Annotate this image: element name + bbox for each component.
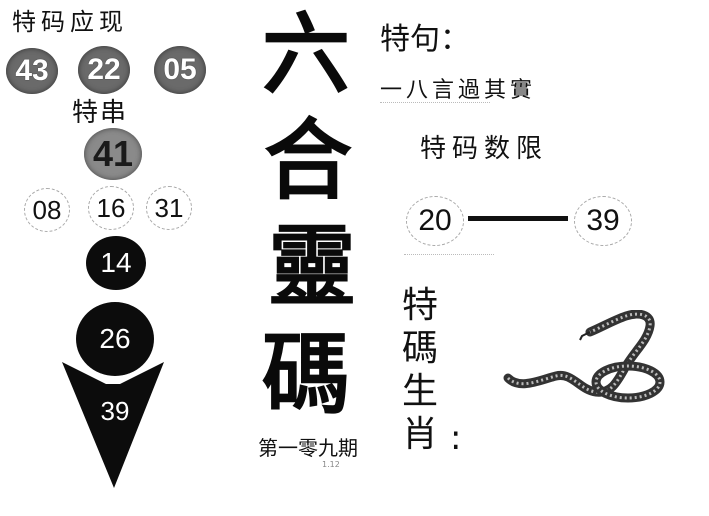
issue-subtext: 1.12: [322, 460, 340, 469]
number-ball: 22: [78, 46, 130, 94]
arrow-number: 39: [100, 396, 130, 426]
title-char: 靈: [268, 214, 357, 318]
number-ball-black: 14: [86, 236, 146, 290]
limit-from-ball: 20: [406, 196, 464, 246]
title-char: 碼: [262, 322, 351, 426]
arrow-down-icon: [62, 362, 164, 488]
number-ball-outline: 31: [146, 186, 192, 230]
divider: [380, 102, 490, 104]
special-number-title: 特码应现: [12, 8, 128, 36]
range-line: [468, 216, 568, 221]
phrase-text: 一八言過其實: [380, 78, 537, 103]
zodiac-colon: :: [450, 418, 462, 458]
number-ball-outline: 16: [88, 186, 134, 230]
title-char: 六: [262, 2, 351, 106]
number-ball: 43: [6, 48, 58, 94]
number-ball-black: 26: [76, 302, 154, 376]
number-ball-outline: 08: [24, 188, 70, 232]
limit-title: 特码数限: [420, 134, 549, 164]
limit-to-ball: 39: [574, 196, 632, 246]
zodiac-label: 特碼生肖: [402, 285, 439, 455]
issue-number: 第一零九期: [258, 436, 358, 460]
title-char: 合: [264, 108, 353, 212]
phrase-label: 特句：: [380, 22, 470, 57]
number-ball: 05: [154, 46, 206, 94]
serie-label: 特串: [72, 98, 129, 128]
divider: [404, 254, 494, 256]
serie-ball: 41: [84, 128, 142, 180]
snake-icon: [503, 310, 665, 403]
